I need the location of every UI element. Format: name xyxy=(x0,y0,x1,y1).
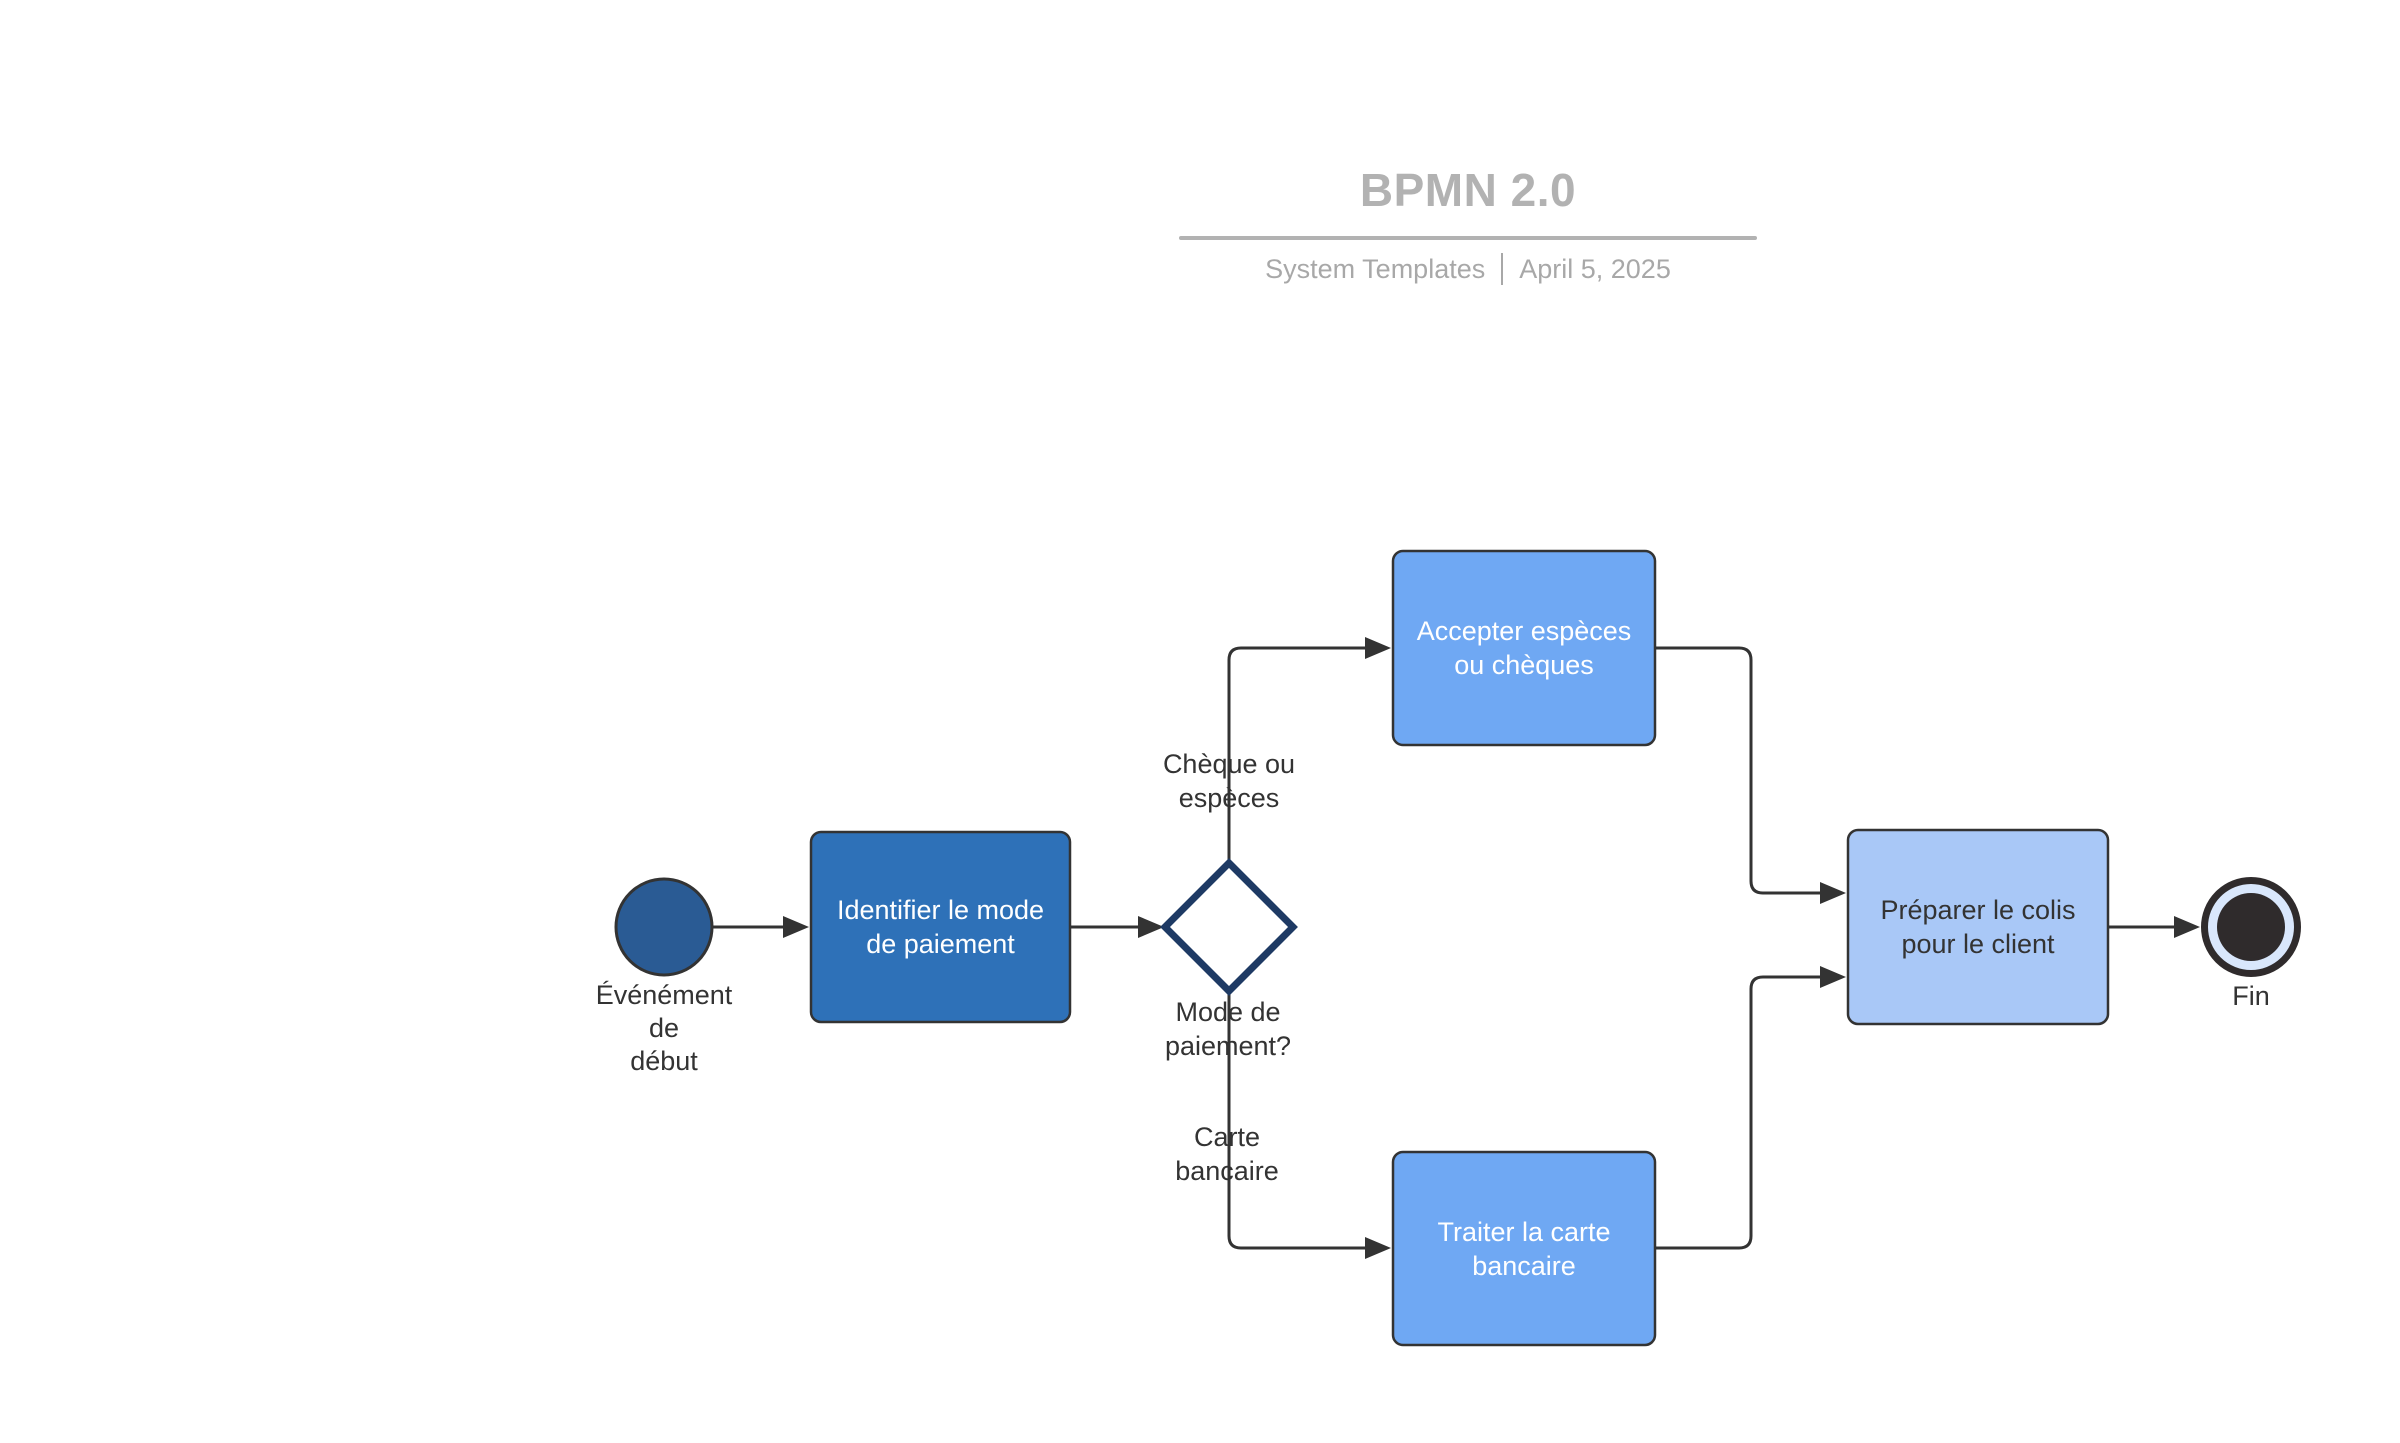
arrowhead-icon xyxy=(1820,882,1846,904)
subtitle-template-name: System Templates xyxy=(1265,254,1486,284)
end-event-label[interactable]: Fin xyxy=(2232,981,2270,1011)
task-identify-label[interactable]: Identifier le mode de paiement xyxy=(836,895,1045,959)
start-event-shape[interactable] xyxy=(614,877,714,977)
task-process-card-label[interactable]: Traiter la carte bancaire xyxy=(1437,1216,1611,1281)
task-identify-shape[interactable] xyxy=(809,830,1072,1024)
page-title: BPMN 2.0 xyxy=(1359,164,1577,216)
task-prepare-package-shape[interactable] xyxy=(1846,828,2110,1026)
arrowhead-icon xyxy=(1138,916,1164,938)
flow-gateway-to-accept[interactable] xyxy=(1227,646,1367,864)
subtitle-separator xyxy=(1501,253,1504,285)
subtitle-date: April 5, 2025 xyxy=(1519,254,1671,284)
arrowhead-icon xyxy=(2174,916,2200,938)
flow-gateway-to-card[interactable] xyxy=(1227,990,1367,1250)
flow-card-to-prepare[interactable] xyxy=(1656,975,1822,1250)
flow-accept-to-prepare[interactable] xyxy=(1656,646,1822,895)
edge-cheque-label[interactable]: Chèque ou espèces xyxy=(1162,749,1296,813)
task-process-card-shape[interactable] xyxy=(1391,1150,1657,1347)
arrowhead-icon xyxy=(1820,966,1846,988)
end-event-inner-circle xyxy=(2217,893,2285,961)
task-accept-cash-label[interactable]: Accepter espèces ou chèques xyxy=(1416,616,1632,680)
arrowhead-icon xyxy=(1365,637,1391,659)
arrowhead-icon xyxy=(1365,1237,1391,1259)
gateway-diamond-shape[interactable] xyxy=(1160,858,1298,996)
arrowhead-icon xyxy=(783,916,809,938)
title-divider xyxy=(1179,236,1757,240)
start-event-label[interactable]: Événément de début xyxy=(595,980,733,1076)
header: BPMN 2.0 System Templates April 5, 2025 xyxy=(1179,164,1757,286)
subtitle: System Templates April 5, 2025 xyxy=(1179,252,1757,286)
edge-carte-label[interactable]: Carte bancaire xyxy=(1175,1122,1279,1186)
task-accept-cash-shape[interactable] xyxy=(1391,549,1657,747)
task-prepare-package-label[interactable]: Préparer le colis pour le client xyxy=(1880,895,2076,959)
gateway-label[interactable]: Mode de paiement? xyxy=(1164,997,1292,1061)
